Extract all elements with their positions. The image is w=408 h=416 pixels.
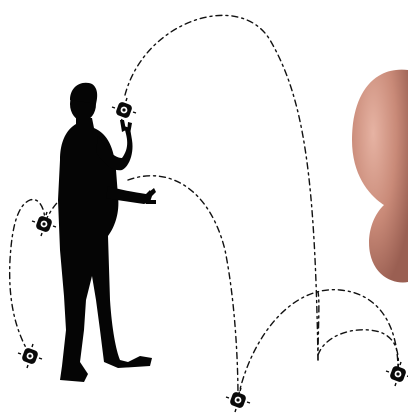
pink-blob-shape (352, 70, 408, 283)
juggling-ball-icon (386, 362, 408, 386)
juggling-ball-icon (18, 344, 42, 368)
juggling-ball-icon (226, 388, 250, 412)
juggler-silhouette-icon (58, 83, 156, 382)
juggling-ball-icon (32, 212, 56, 236)
juggling-ball-icon (112, 98, 136, 122)
